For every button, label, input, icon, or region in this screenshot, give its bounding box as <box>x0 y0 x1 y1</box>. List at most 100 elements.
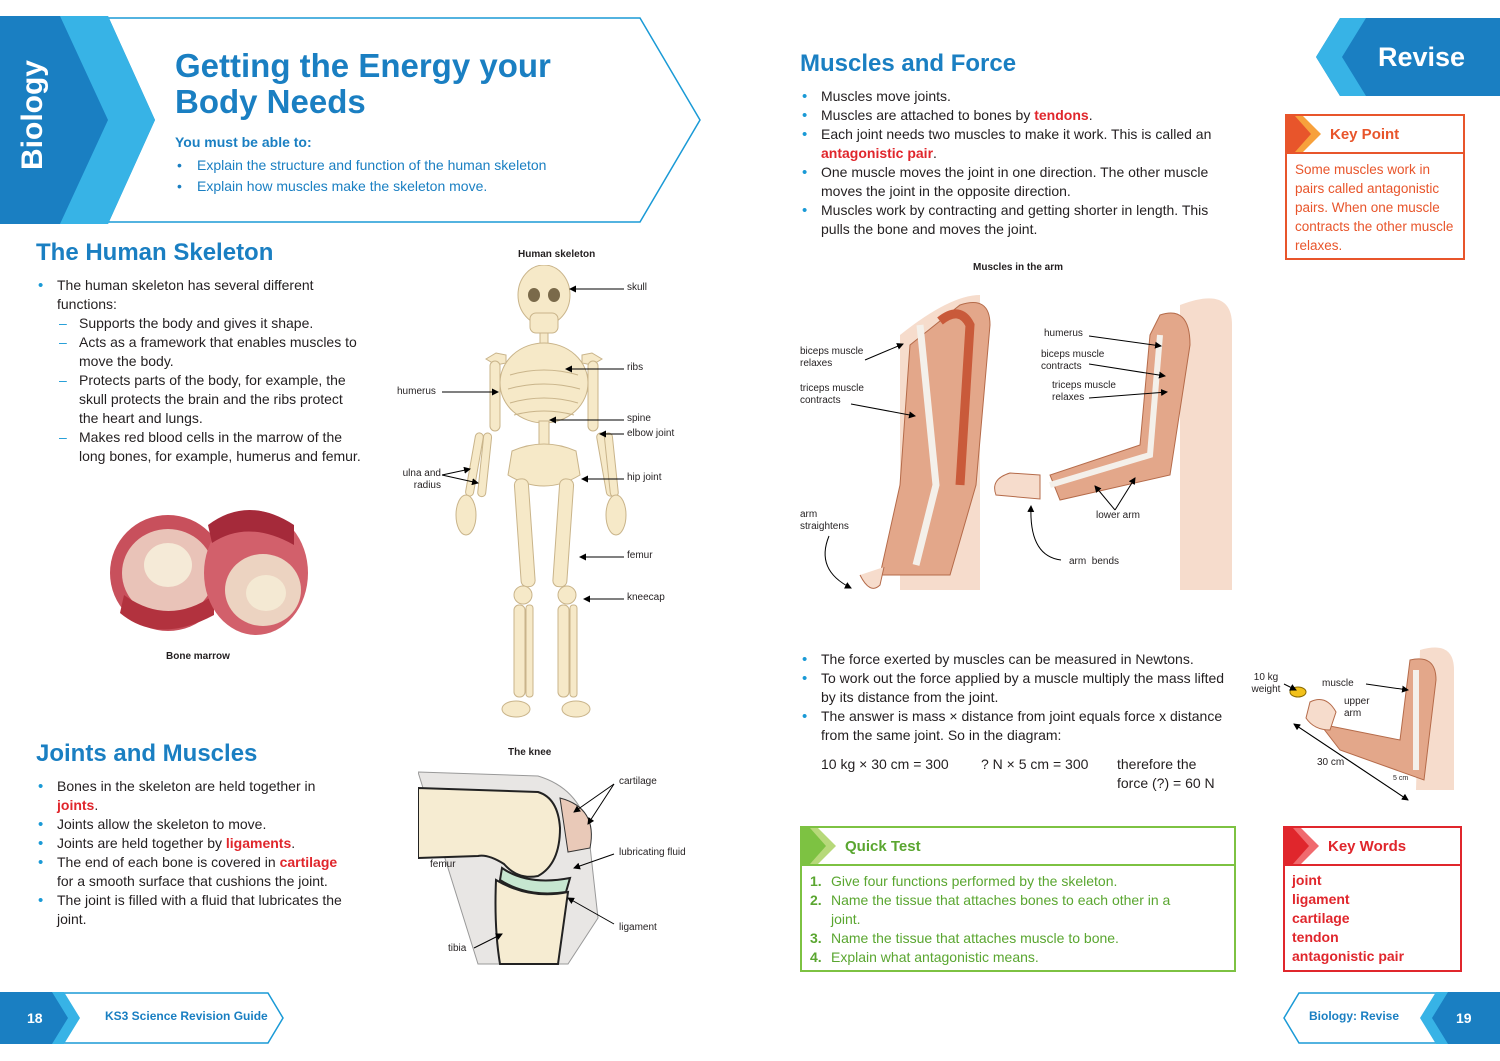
right-footer-title: Biology: Revise <box>1309 1009 1400 1023</box>
list-item: The joint is filled with a fluid that lu… <box>36 891 356 929</box>
list-item: Each joint needs two muscles to make it … <box>800 125 1240 163</box>
key-words-box: Key Words joint ligament cartilage tendo… <box>1283 826 1462 972</box>
learning-objectives: Explain the structure and function of th… <box>175 155 546 197</box>
key-word: cartilage <box>1292 910 1350 926</box>
quick-test-box: Quick Test 1. Give four functions perform… <box>800 826 1236 972</box>
lubricating-fluid-label: lubricating fluid <box>619 847 686 858</box>
upper-arm-label: upper arm <box>1344 696 1370 719</box>
spine-label: spine <box>627 413 651 424</box>
tibia-label: tibia <box>448 943 467 954</box>
list-item: Muscles are attached to bones by tendons… <box>800 106 1240 125</box>
item-text: Give four functions performed by the ske… <box>831 873 1118 889</box>
arm-humerus-label: humerus <box>1044 328 1083 339</box>
femur-label: femur <box>627 550 653 561</box>
list-item: The force exerted by muscles can be meas… <box>800 650 1240 669</box>
item-number: 1. <box>810 873 822 889</box>
footer-left <box>0 992 284 1044</box>
list-item: Joints are held together by ligaments. <box>36 834 356 853</box>
muscles-list: Muscles move joints. Muscles are attache… <box>800 87 1240 239</box>
triceps-relaxes-label: triceps muscle relaxes <box>1052 380 1116 403</box>
item-text: Name the tissue that attaches muscle to … <box>831 930 1119 946</box>
quick-test-item: 4.Explain what antagonistic means. <box>810 948 1226 967</box>
joints-heading: Joints and Muscles <box>36 740 258 767</box>
key-word: tendon <box>1292 929 1339 945</box>
revise-tab <box>1316 18 1500 96</box>
muscles-heading: Muscles and Force <box>800 50 1017 77</box>
key-point-chevron-icon <box>1287 116 1321 152</box>
keyword-cartilage: cartilage <box>279 854 338 870</box>
list-item: One muscle moves the joint in one direct… <box>800 163 1240 201</box>
text: Joints are held together by <box>57 835 226 851</box>
skeleton-functions-list: The human skeleton has several different… <box>36 276 366 466</box>
text: for a smooth surface that cushions the j… <box>57 873 328 889</box>
key-words-title: Key Words <box>1328 838 1407 855</box>
key-word: ligament <box>1292 891 1350 907</box>
function-item: Makes red blood cells in the marrow of t… <box>57 428 366 466</box>
text: . <box>933 145 937 161</box>
quick-test-item: 2.Name the tissue that attaches bones to… <box>810 891 1190 929</box>
distance-5cm-label: 5 cm <box>1393 775 1409 782</box>
key-point-title: Key Point <box>1330 126 1400 143</box>
list-item: The human skeleton has several different… <box>36 276 366 466</box>
quick-test-title: Quick Test <box>845 838 921 855</box>
item-text: Explain what antagonistic means. <box>831 949 1039 965</box>
biceps-relaxes-label: biceps muscle relaxes <box>800 346 864 369</box>
function-item: Protects parts of the body, for example,… <box>57 371 366 428</box>
ulna-radius-label: ulna and radius <box>402 468 441 491</box>
arm-diagram-caption: Muscles in the arm <box>973 262 1064 273</box>
text: . <box>94 797 99 813</box>
keyword-tendons: tendons <box>1034 107 1089 123</box>
key-words-list: joint ligament cartilage tendon antagoni… <box>1285 866 1460 971</box>
quick-test-item: 1. Give four functions performed by the s… <box>810 872 1226 891</box>
page-title: Getting the Energy your Body Needs <box>175 47 551 120</box>
list-item: Muscles work by contracting and getting … <box>800 201 1240 239</box>
ligament-label: ligament <box>619 922 657 933</box>
functions-sublist: Supports the body and gives it shape. Ac… <box>57 314 366 466</box>
ribs-label: ribs <box>627 362 644 373</box>
key-words-chevron-icon <box>1285 828 1319 864</box>
keyword-ligaments: ligaments <box>225 835 292 851</box>
hip-joint-label: hip joint <box>627 472 662 483</box>
key-words-header: Key Words <box>1285 828 1460 866</box>
list-item: Muscles move joints. <box>800 87 1240 106</box>
revise-tab-label: Revise <box>1378 42 1466 72</box>
skeleton-intro: The human skeleton has several different… <box>57 277 314 312</box>
arm-diagram <box>859 295 1232 590</box>
key-point-box: Key Point Some muscles work in pairs cal… <box>1285 114 1465 260</box>
knee-diagram-caption: The knee <box>508 747 552 758</box>
skeleton-diagram-caption: Human skeleton <box>518 249 596 260</box>
list-item: The end of each bone is covered in carti… <box>36 853 356 891</box>
humerus-label: humerus <box>397 386 436 397</box>
quick-test-header: Quick Test <box>802 828 1234 866</box>
distance-30cm-label: 30 cm <box>1317 757 1345 768</box>
item-text: Name the tissue that attaches bones to e… <box>831 892 1171 927</box>
list-item: Bones in the skeleton are held together … <box>36 777 356 815</box>
footer-right <box>1283 992 1500 1044</box>
calculation-3-line-2: force (?) = 60 N <box>1117 775 1215 791</box>
text: . <box>291 835 296 851</box>
quick-test-list: 1. Give four functions performed by the s… <box>802 866 1234 973</box>
keyword-antagonistic-pair: antagonistic pair <box>821 145 934 161</box>
text: . <box>1088 107 1093 123</box>
calculation-3-line-1: therefore the <box>1117 756 1197 772</box>
function-item: Supports the body and gives it shape. <box>57 314 366 333</box>
list-item: To work out the force applied by a muscl… <box>800 669 1240 707</box>
left-footer-title: KS3 Science Revision Guide <box>105 1009 268 1023</box>
key-word: joint <box>1292 872 1322 888</box>
cartilage-label: cartilage <box>619 776 657 787</box>
knee-diagram <box>418 771 615 965</box>
skeleton-heading: The Human Skeleton <box>36 239 274 266</box>
function-item: Acts as a framework that enables muscles… <box>57 333 366 371</box>
skeleton-arrows <box>441 285 624 603</box>
text: Muscles are attached to bones by <box>821 107 1035 123</box>
bone-marrow-caption: Bone marrow <box>166 651 230 662</box>
objective-item: Explain the structure and function of th… <box>175 155 546 176</box>
arm-arrows <box>824 335 1168 589</box>
arm-straightens-label: arm straightens <box>800 509 849 532</box>
keyword-joints: joints <box>57 797 95 813</box>
key-point-text: Some muscles work in pairs called antago… <box>1295 162 1454 253</box>
calculation-1: 10 kg × 30 cm = 300 <box>821 756 949 772</box>
text: The end of each bone is covered in <box>57 854 280 870</box>
calculation-2: ? N × 5 cm = 300 <box>981 756 1089 772</box>
subject-tab: Biology <box>16 60 49 170</box>
